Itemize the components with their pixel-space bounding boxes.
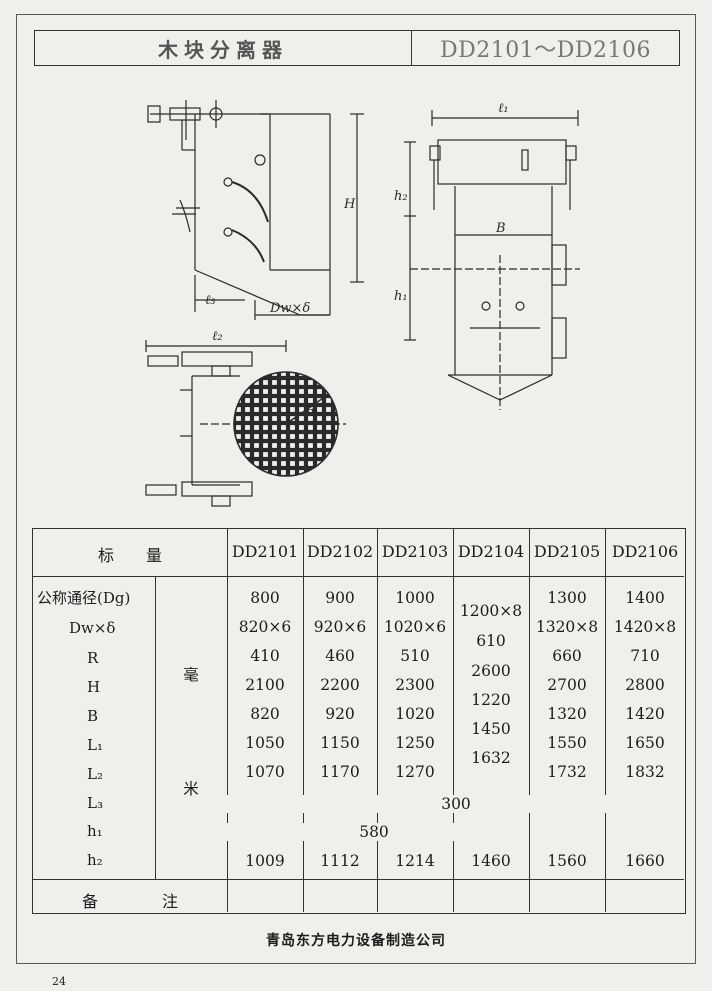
front-view	[147, 100, 364, 320]
table-cell: 800	[250, 589, 280, 607]
table-cell: 1170	[320, 763, 360, 781]
param-label: 公称通径(Dg)	[37, 589, 131, 607]
param-label: h₂	[87, 851, 103, 869]
table-cell: 2700	[547, 676, 587, 694]
col-header: DD2106	[611, 542, 679, 561]
remarks-label: 备 注	[81, 892, 178, 911]
table-cell: 1732	[547, 763, 587, 781]
label-l2: ℓ₂	[212, 329, 223, 344]
label-dw: Dw×δ	[269, 301, 310, 316]
merged-cell-h1: 580	[227, 823, 521, 841]
param-label: L₂	[87, 765, 103, 783]
param-label: B	[87, 707, 99, 725]
table-cell: 1070	[245, 763, 285, 781]
label-h1: h₁	[394, 289, 408, 304]
model-range: DD2101～DD2106	[439, 38, 652, 63]
table-cell: 920	[325, 705, 355, 723]
label-l3: ℓ₃	[205, 293, 216, 308]
table-cell: 510	[400, 647, 430, 665]
label-l1: ℓ₁	[498, 101, 509, 116]
table-cell: 1420×8	[613, 618, 677, 636]
col-header: DD2105	[533, 542, 601, 561]
table-cell: 1560	[547, 852, 587, 870]
param-label: L₃	[87, 794, 103, 812]
param-label: H	[87, 678, 101, 696]
table-cell: 1660	[625, 852, 665, 870]
spec-table: 标 量 DD2101 DD2102 DD2103 DD2104 DD2105 D…	[32, 528, 686, 914]
table-cell: 2800	[625, 676, 665, 694]
col-header: DD2101	[231, 542, 299, 561]
table-cell: 1420	[625, 705, 665, 723]
param-label: L₁	[87, 736, 103, 754]
label-h2: h₂	[394, 189, 408, 204]
table-cell: 1009	[245, 852, 285, 870]
table-cell: 1150	[320, 734, 360, 752]
col-header: DD2102	[306, 542, 374, 561]
table-cell: 1050	[245, 734, 285, 752]
plan-view	[145, 340, 346, 507]
company-name: 青岛东方电力设备制造公司	[266, 933, 446, 949]
table-cell: 1000	[395, 589, 435, 607]
col-header: DD2103	[381, 542, 449, 561]
table-cell: 1020	[395, 705, 435, 723]
table-cell: 1112	[320, 852, 360, 870]
table-cell: 660	[552, 647, 582, 665]
side-view	[404, 110, 580, 410]
table-cell: 1550	[547, 734, 587, 752]
product-name: 木块分离器	[35, 31, 412, 65]
unit-label: 米	[183, 780, 199, 798]
param-label: Dw×δ	[69, 619, 116, 637]
table-cell: 1400	[625, 589, 665, 607]
table-cell: 460	[325, 647, 355, 665]
table-cell: 1650	[625, 734, 665, 752]
table-cell: 2600	[471, 662, 511, 680]
param-label: h₁	[87, 822, 103, 840]
page-number: 24	[52, 975, 66, 988]
table-cell: 1450	[471, 720, 511, 738]
page-frame	[16, 14, 696, 964]
table-cell: 1250	[395, 734, 435, 752]
table-cell: 1020×6	[383, 618, 447, 636]
table-cell: 1270	[395, 763, 435, 781]
table-cell: 410	[250, 647, 280, 665]
unit-label: 毫	[183, 666, 199, 684]
table-cell: 2100	[245, 676, 285, 694]
table-cell: 1632	[471, 749, 511, 767]
technical-drawing: ℓ₁ H ℓ₃ Dw×δ ℓ₂ R h₂ B h₁	[145, 100, 580, 507]
table-cell: 1832	[625, 763, 665, 781]
table-cell: 1220	[471, 691, 511, 709]
table-cell: 920×6	[313, 618, 367, 636]
table-cell: 1200×8	[459, 602, 523, 620]
label-B: B	[495, 221, 506, 236]
table-cell: 2200	[320, 676, 360, 694]
param-label: R	[87, 649, 99, 667]
table-cell: 1320×8	[535, 618, 599, 636]
label-H: H	[343, 197, 356, 212]
merged-cell-l3: 300	[227, 795, 685, 813]
table-cell: 900	[325, 589, 355, 607]
header-label: 标 量	[97, 546, 162, 565]
table-cell: 2300	[395, 676, 435, 694]
table-cell: 1460	[471, 852, 511, 870]
label-R: R	[305, 403, 316, 418]
table-cell: 710	[630, 647, 660, 665]
table-cell: 1214	[395, 852, 435, 870]
col-header: DD2104	[457, 542, 525, 561]
table-cell: 1300	[547, 589, 587, 607]
table-cell: 820	[250, 705, 280, 723]
title-block: 木块分离器 DD2101～DD2106	[34, 30, 680, 66]
table-cell: 610	[476, 632, 506, 650]
table-cell: 1320	[547, 705, 587, 723]
table-cell: 820×6	[238, 618, 292, 636]
